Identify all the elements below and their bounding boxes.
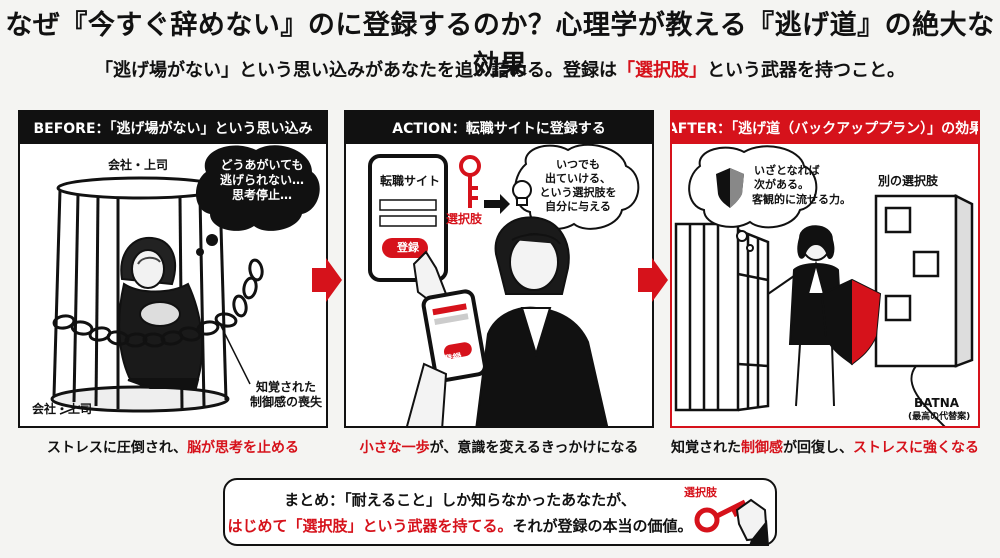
summary-emphasis: はじめて「選択肢」という武器を持てる。 xyxy=(227,517,513,535)
subtitle-text-end: という武器を持つこと。 xyxy=(707,60,905,81)
shield-icon xyxy=(820,278,882,366)
hand-key-icon xyxy=(694,498,769,546)
page-subtitle: 「逃げ場がない」という思い込みがあなたを追い詰める。登録は「選択肢」という武器を… xyxy=(0,58,1000,84)
arrow-right-icon xyxy=(638,258,668,302)
summary-key-label: 選択肢 xyxy=(684,486,717,499)
confident-woman xyxy=(767,225,844,407)
bubble-line: 自分に与える xyxy=(545,200,611,213)
summary-text: それが登録の本当の価値。 xyxy=(512,517,693,535)
page-title: なぜ『今すぐ辞めない』のに登録するのか？心理学が教える『逃げ道』の絶大な効果 xyxy=(5,10,995,81)
caption-before: ストレスに圧倒され、脳が思考を止める xyxy=(10,437,336,459)
bubble-line: 次がある。 xyxy=(754,178,809,191)
caption-text: ストレスに圧倒され、 xyxy=(46,440,188,456)
smartphone-icon xyxy=(368,154,448,282)
arrow-right-icon xyxy=(484,194,510,214)
cage-illustration xyxy=(50,145,320,415)
caption-emphasis-2: ストレスに強くなる xyxy=(853,440,979,456)
bubble-line: 逃げられない… xyxy=(219,173,304,187)
bubble-line-3: 客観的に流せる力。 xyxy=(752,193,851,206)
stressed-person xyxy=(118,236,204,389)
caption-emphasis: 小さな一歩 xyxy=(359,440,430,456)
subtitle-emphasis: 「選択肢」 xyxy=(617,60,707,81)
lightbulb-icon xyxy=(512,180,532,206)
cage-icon xyxy=(674,222,770,412)
thought-bubble-text: いざとなれば 次がある。 xyxy=(716,164,820,192)
phone-title: 転職サイト xyxy=(380,174,441,188)
register-button[interactable]: 登録 xyxy=(397,241,419,254)
bubble-line: いつでも xyxy=(556,158,600,171)
smartphone-icon xyxy=(421,289,487,383)
bubble-line: いざとなれば xyxy=(754,164,820,177)
panel-action-header: ACTION：転職サイトに登録する xyxy=(346,112,652,144)
label-company-bottom: 会社・上司 xyxy=(32,402,93,416)
panel-before: BEFORE：「逃げ場がない」という思い込み xyxy=(18,110,328,428)
key-icon xyxy=(459,155,481,208)
shield-icon xyxy=(716,168,744,208)
bubble-line: 思考停止… xyxy=(231,188,292,202)
bubble-line: という選択肢を xyxy=(539,186,617,199)
thought-bubble-text: いつでも 出ていける、 という選択肢を 自分に与える xyxy=(530,158,626,214)
caption-emphasis: 脳が思考を止める xyxy=(187,440,300,456)
after-illustration xyxy=(674,145,974,426)
subtitle-text: 「逃げ場がない」という思い込みがあなたを追い詰める。登録は xyxy=(95,60,617,81)
thought-bubble-icon xyxy=(688,145,818,252)
arrow-right-icon xyxy=(312,258,342,302)
key-label: 選択肢 xyxy=(446,212,483,226)
register-button-small[interactable]: 登録 xyxy=(443,352,463,366)
thought-bubble-text: どうあがいても 逃げられない… 思考停止… xyxy=(202,158,322,203)
bubble-line: 出ていける、 xyxy=(545,172,611,185)
label-batna: BATNA xyxy=(914,396,960,410)
label-other-option: 別の選択肢 xyxy=(878,174,939,188)
cage-icon xyxy=(50,176,230,413)
label-batna-sub: (最高の代替案) xyxy=(908,412,971,422)
label-line: 制御感の喪失 xyxy=(249,395,322,409)
caption-action: 小さな一歩が、意識を変えるきっかけになる xyxy=(336,437,662,459)
summary-box: まとめ：「耐えること」しか知らなかったあなたが、 はじめて「選択肢」という武器を… xyxy=(223,478,777,546)
thought-bubble-icon xyxy=(195,145,320,256)
panel-before-header: BEFORE：「逃げ場がない」という思い込み xyxy=(20,112,326,144)
caption-text: 知覚された xyxy=(671,440,741,456)
panel-action: ACTION：転職サイトに登録する xyxy=(344,110,654,428)
summary-line-1: まとめ：「耐えること」しか知らなかったあなたが、 xyxy=(284,491,636,509)
action-illustration xyxy=(368,144,640,426)
label-loss-of-control: 知覚された 制御感の喪失 xyxy=(248,380,324,410)
summary-line-2: はじめて「選択肢」という武器を持てる。それが登録の本当の価値。 xyxy=(225,515,695,537)
woman-illustration xyxy=(475,216,609,426)
label-line: 知覚された xyxy=(255,380,316,394)
bubble-line: どうあがいても xyxy=(220,158,304,172)
caption-text: が、意識を変えるきっかけになる xyxy=(429,440,639,456)
panel-after-header: AFTER：「逃げ道（バックアッププラン）」の効果 xyxy=(672,112,978,144)
caption-text-mid: が回復し、 xyxy=(783,440,853,456)
caption-emphasis: 制御感 xyxy=(741,440,783,456)
caption-after: 知覚された制御感が回復し、ストレスに強くなる xyxy=(662,437,988,459)
panel-after: AFTER：「逃げ道（バックアッププラン）」の効果 xyxy=(670,110,980,428)
chain-icon xyxy=(52,258,264,348)
door-icon xyxy=(874,193,974,368)
label-company-top: 会社・上司 xyxy=(108,158,169,172)
